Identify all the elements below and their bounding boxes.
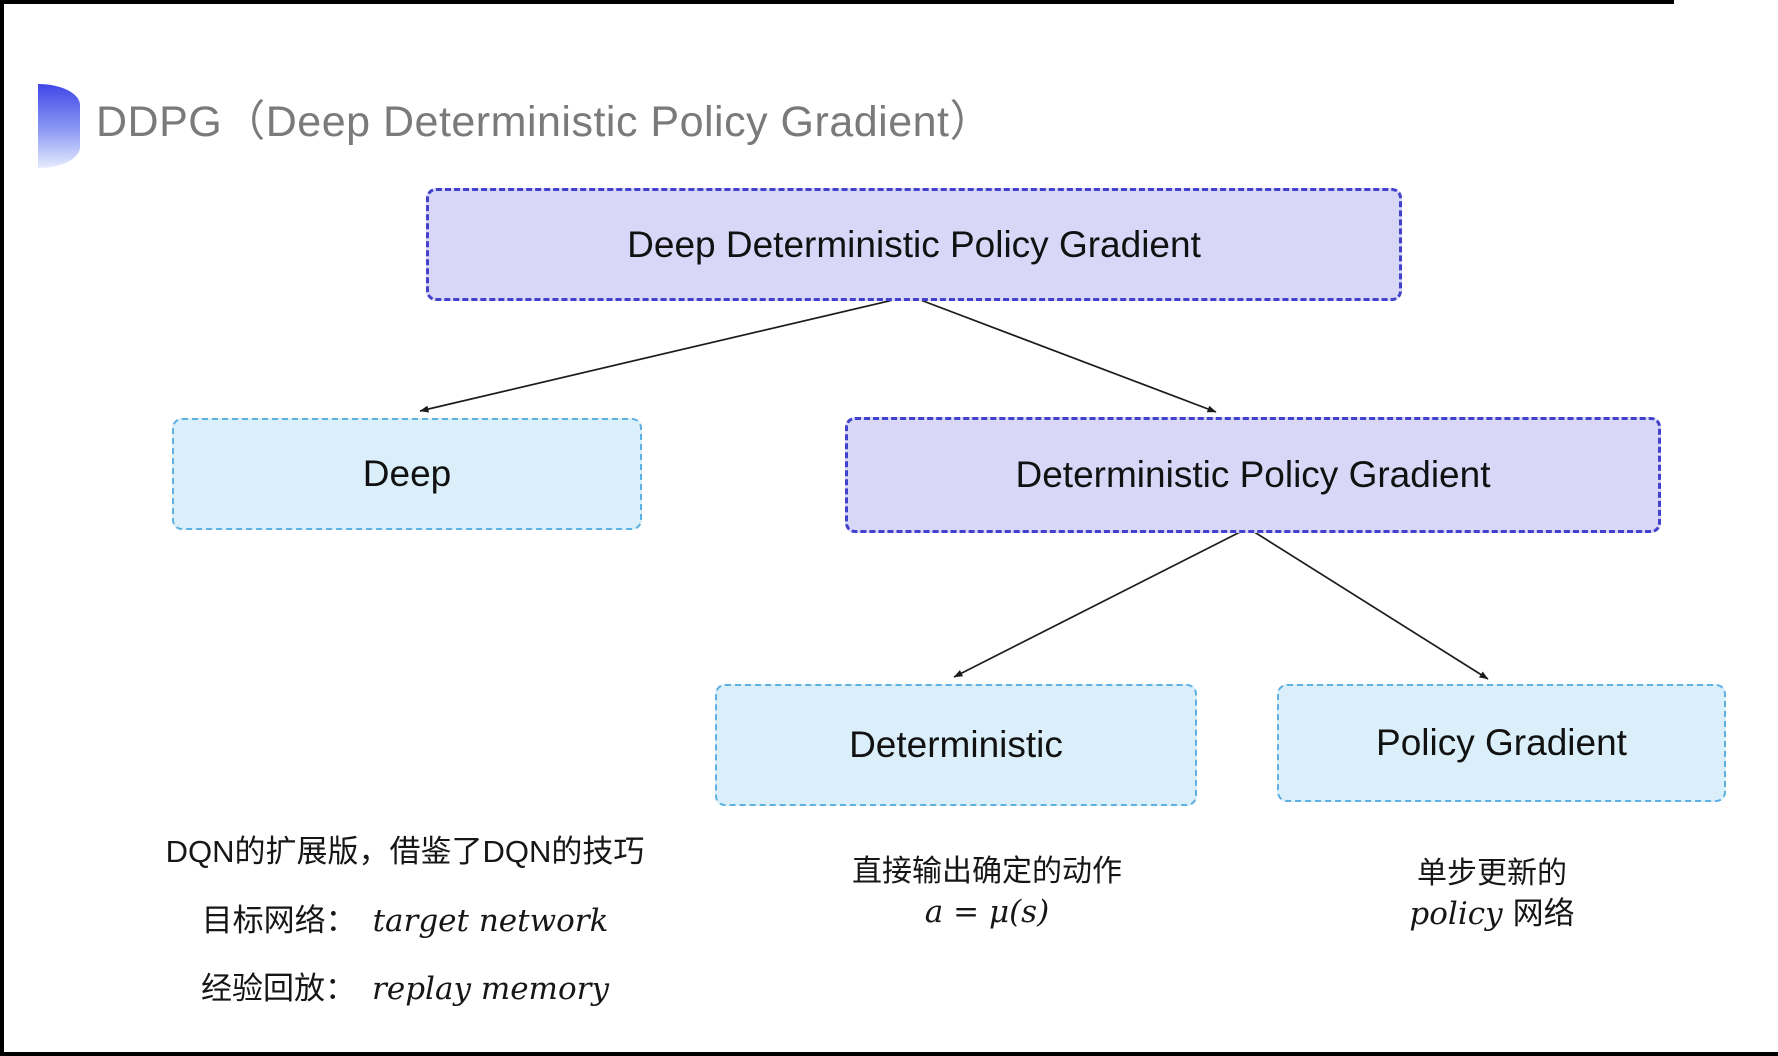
- arrow-root-to-deep: [419, 295, 911, 413]
- deterministic-note-formula: a = μ(s): [924, 894, 1050, 930]
- top-border-strip: [0, 0, 1674, 4]
- policy-word-italic: policy: [1409, 896, 1503, 932]
- node-deterministic-policy-gradient: Deterministic Policy Gradient: [845, 417, 1661, 533]
- policy-gradient-note-line2: policy 网络: [1267, 895, 1717, 933]
- page-title: DDPG（Deep Deterministic Policy Gradient）: [96, 98, 993, 146]
- node-label: Deep Deterministic Policy Gradient: [627, 223, 1201, 265]
- replay-memory-value: replay memory: [372, 971, 609, 1007]
- node-deterministic: Deterministic: [715, 684, 1197, 806]
- target-network-value: target network: [372, 903, 609, 939]
- node-label: Deterministic: [849, 724, 1063, 765]
- arrow-dpg-to-policy-gradient: [1247, 527, 1489, 680]
- policy-gradient-note-line1: 单步更新的: [1417, 857, 1567, 890]
- arrow-dpg-to-deterministic: [953, 527, 1249, 678]
- deep-note-line1: DQN的扩展版，借鉴了DQN的技巧: [165, 834, 645, 869]
- deep-note-target-network: 目标网络： target network: [110, 902, 700, 940]
- bottom-border-strip: [0, 1052, 1778, 1056]
- arrow-root-to-dpg: [909, 295, 1217, 413]
- node-deep: Deep: [172, 418, 642, 530]
- half-circle-bullet-icon: [38, 84, 80, 168]
- deterministic-note-line1: 直接输出确定的动作: [852, 855, 1122, 888]
- left-border-strip: [0, 0, 4, 1056]
- node-policy-gradient: Policy Gradient: [1277, 684, 1726, 802]
- node-deep-deterministic-policy-gradient: Deep Deterministic Policy Gradient: [426, 188, 1402, 301]
- replay-memory-label: 经验回放：: [201, 971, 357, 1006]
- policy-word-rest: 网络: [1512, 896, 1575, 931]
- node-label: Deterministic Policy Gradient: [1015, 454, 1491, 495]
- node-label: Policy Gradient: [1376, 722, 1627, 763]
- deep-note-replay-memory: 经验回放： replay memory: [110, 970, 700, 1008]
- node-label: Deep: [362, 453, 452, 494]
- target-network-label: 目标网络：: [201, 903, 357, 938]
